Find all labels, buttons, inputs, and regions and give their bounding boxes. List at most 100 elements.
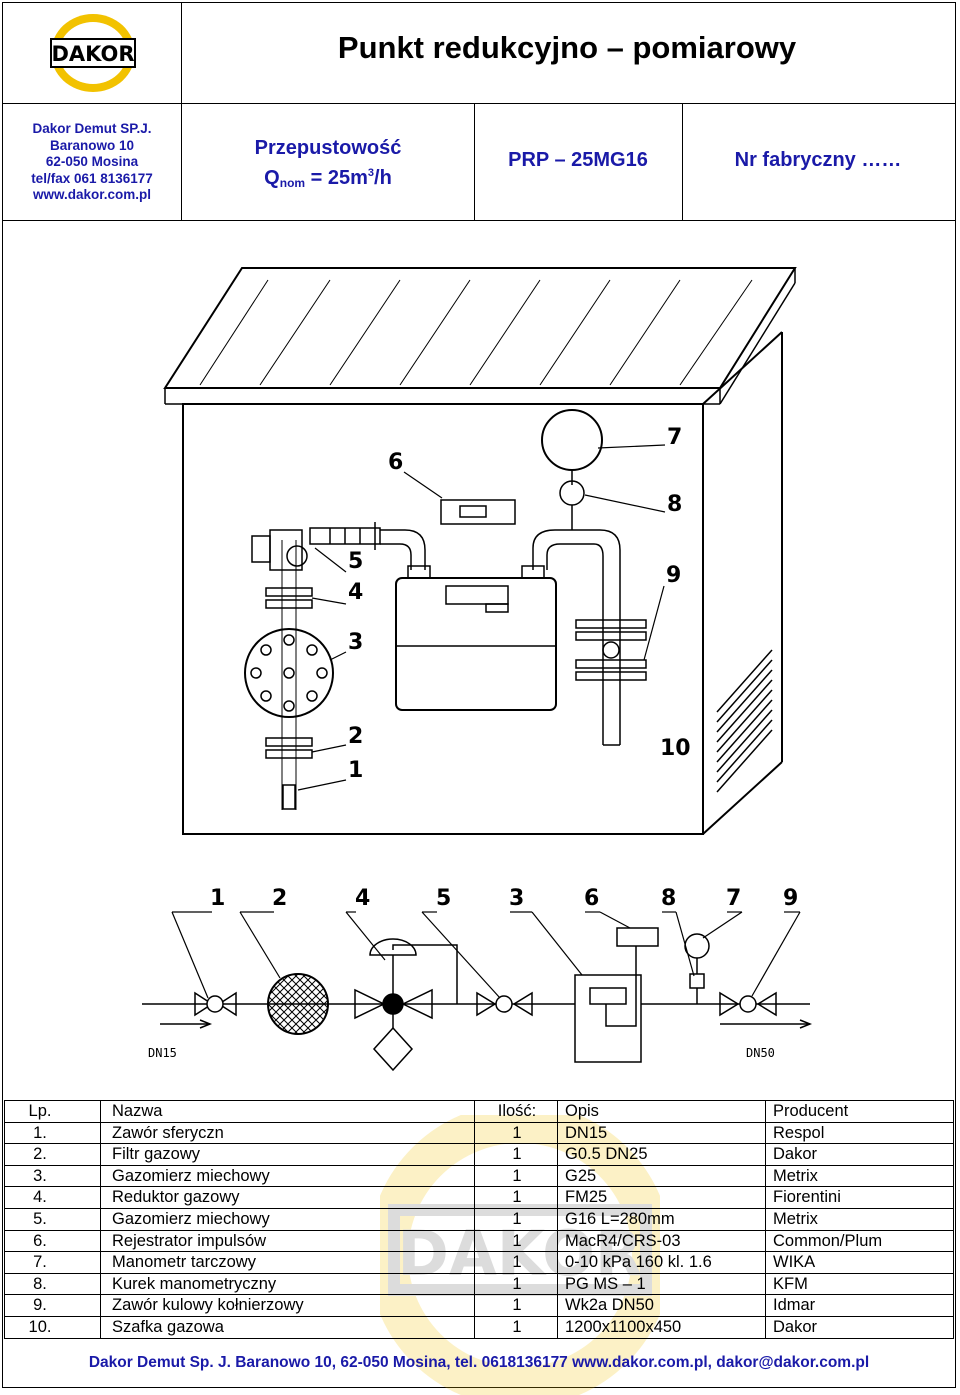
schematic-manometer — [684, 933, 710, 959]
table-header-name: Nazwa — [112, 1102, 163, 1120]
table-cell-description: 0-10 kPa 160 kl. 1.6 — [565, 1253, 712, 1272]
schematic-valve-9 — [719, 991, 740, 1017]
table-cell-quantity: 1 — [512, 1318, 522, 1336]
table-column-rule — [4, 1100, 5, 1338]
table-cell-name: Szafka gazowa — [112, 1318, 224, 1336]
table-cell-description: G16 L=280mm — [565, 1210, 675, 1228]
table-cell-number: 8. — [33, 1274, 47, 1293]
table-rule — [4, 1337, 954, 1339]
header-col-divider — [474, 103, 475, 220]
table-row: 7. Manometr tarczowy 1 0-10 kPa 160 kl. 1.6… — [4, 1251, 954, 1273]
table-cell-quantity: 1 — [512, 1231, 522, 1250]
callout-2: 2 — [348, 724, 364, 749]
cabinet-drawing — [163, 267, 797, 835]
table-cell-name: Gazomierz miechowy — [112, 1210, 270, 1228]
callout-5: 5 — [348, 549, 364, 574]
cabinet-body — [182, 403, 704, 835]
company-name: Dakor Demut SP.J. — [32, 121, 152, 136]
pulse-recorder — [440, 499, 516, 525]
company-info: Dakor Demut SP.J. Baranowo 10 62-050 Mos… — [4, 121, 180, 204]
diagram-label-5: 5 — [436, 886, 452, 911]
table-cell-number: 4. — [33, 1188, 47, 1207]
callout-8: 8 — [667, 492, 683, 517]
inlet-diameter: DN15 — [148, 1046, 177, 1060]
table-cell-quantity: 1 — [512, 1253, 522, 1272]
table-header-quantity: Ilość: — [497, 1102, 537, 1120]
dakor-logo: DAKOR — [50, 14, 136, 92]
table-cell-name: Rejestrator impulsów — [112, 1231, 267, 1250]
svg-text:DAKOR: DAKOR — [397, 1217, 642, 1290]
table-cell-number: 3. — [33, 1166, 47, 1185]
table-cell-name: Reduktor gazowy — [112, 1188, 240, 1207]
callout-9: 9 — [666, 563, 682, 588]
header-divider — [2, 103, 956, 104]
table-rule — [4, 1186, 954, 1188]
company-city: 62-050 Mosina — [45, 154, 139, 169]
schematic-diagram — [142, 911, 813, 1072]
table-cell-name: Filtr gazowy — [112, 1145, 201, 1164]
table-cell-number: 7. — [33, 1253, 47, 1272]
table-rule — [4, 1316, 954, 1317]
table-cell-number: 2. — [33, 1145, 47, 1164]
table-cell-description: 1200x1100x450 — [565, 1318, 682, 1336]
table-cell-number: 10. — [28, 1318, 52, 1336]
table-column-rule — [474, 1100, 475, 1338]
table-column-rule — [765, 1100, 766, 1338]
callout-10: 10 — [660, 736, 691, 761]
table-rule — [4, 1251, 954, 1253]
diagram-label-8: 8 — [661, 886, 677, 911]
diagram-label-2: 2 — [272, 886, 288, 911]
table-cell-producer: Metrix — [773, 1166, 818, 1185]
company-street: Baranowo 10 — [49, 137, 135, 153]
table-rule — [4, 1100, 954, 1101]
table-cell-producer: WIKA — [773, 1253, 816, 1272]
callout-6: 6 — [388, 450, 404, 475]
vent-slots — [716, 649, 773, 793]
schematic-regulator — [382, 993, 404, 1015]
table-cell-name: Zawór sferyczn — [112, 1123, 224, 1142]
table-rule — [4, 1294, 954, 1296]
table-cell-name: Zawór kulowy kołnierzowy — [112, 1296, 304, 1315]
header-bottom-divider — [2, 220, 956, 221]
table-cell-name: Manometr tarczowy — [112, 1253, 256, 1272]
table-rule — [4, 1229, 954, 1231]
table-cell-producer: Idmar — [773, 1296, 816, 1315]
table-header-producer: Producent — [773, 1102, 849, 1120]
filter-flange — [244, 628, 334, 718]
table-cell-producer: Metrix — [773, 1210, 818, 1228]
company-website: www.dakor.com.pl — [32, 187, 152, 202]
table-cell-producer: Fiorentini — [773, 1188, 841, 1207]
table-column-rule — [557, 1100, 558, 1338]
table-cell-name: Gazomierz miechowy — [112, 1166, 270, 1185]
flow-rate-value: Qnom = 25m3/h — [264, 167, 392, 190]
schematic-valve-1 — [194, 991, 214, 1017]
table-cell-producer: Respol — [773, 1123, 825, 1142]
table-cell-quantity: 1 — [512, 1296, 522, 1315]
page-footer: Dakor Demut Sp. J. Baranowo 10, 62-050 M… — [88, 1354, 870, 1371]
table-cell-description: PG MS – 1 — [565, 1274, 646, 1293]
table-cell-description: MacR4/CRS-03 — [565, 1231, 681, 1250]
header-col-divider — [682, 103, 683, 220]
table-cell-producer: KFM — [773, 1274, 808, 1293]
table-header-description: Opis — [565, 1102, 599, 1120]
page-title: Punkt redukcyjno – pomiarowy — [337, 30, 797, 65]
callout-1: 1 — [348, 758, 364, 783]
table-rule — [4, 1272, 954, 1274]
table-column-rule — [100, 1100, 101, 1338]
table-rule — [4, 1121, 954, 1123]
diagram-label-6: 6 — [584, 886, 600, 911]
callout-4: 4 — [348, 580, 364, 605]
serial-number: Nr fabryczny …… — [734, 149, 902, 171]
diagram-label-9: 9 — [783, 886, 799, 911]
table-column-rule — [953, 1100, 954, 1338]
table-cell-description: G25 — [565, 1166, 597, 1185]
svg-text:DAKOR: DAKOR — [51, 42, 134, 66]
